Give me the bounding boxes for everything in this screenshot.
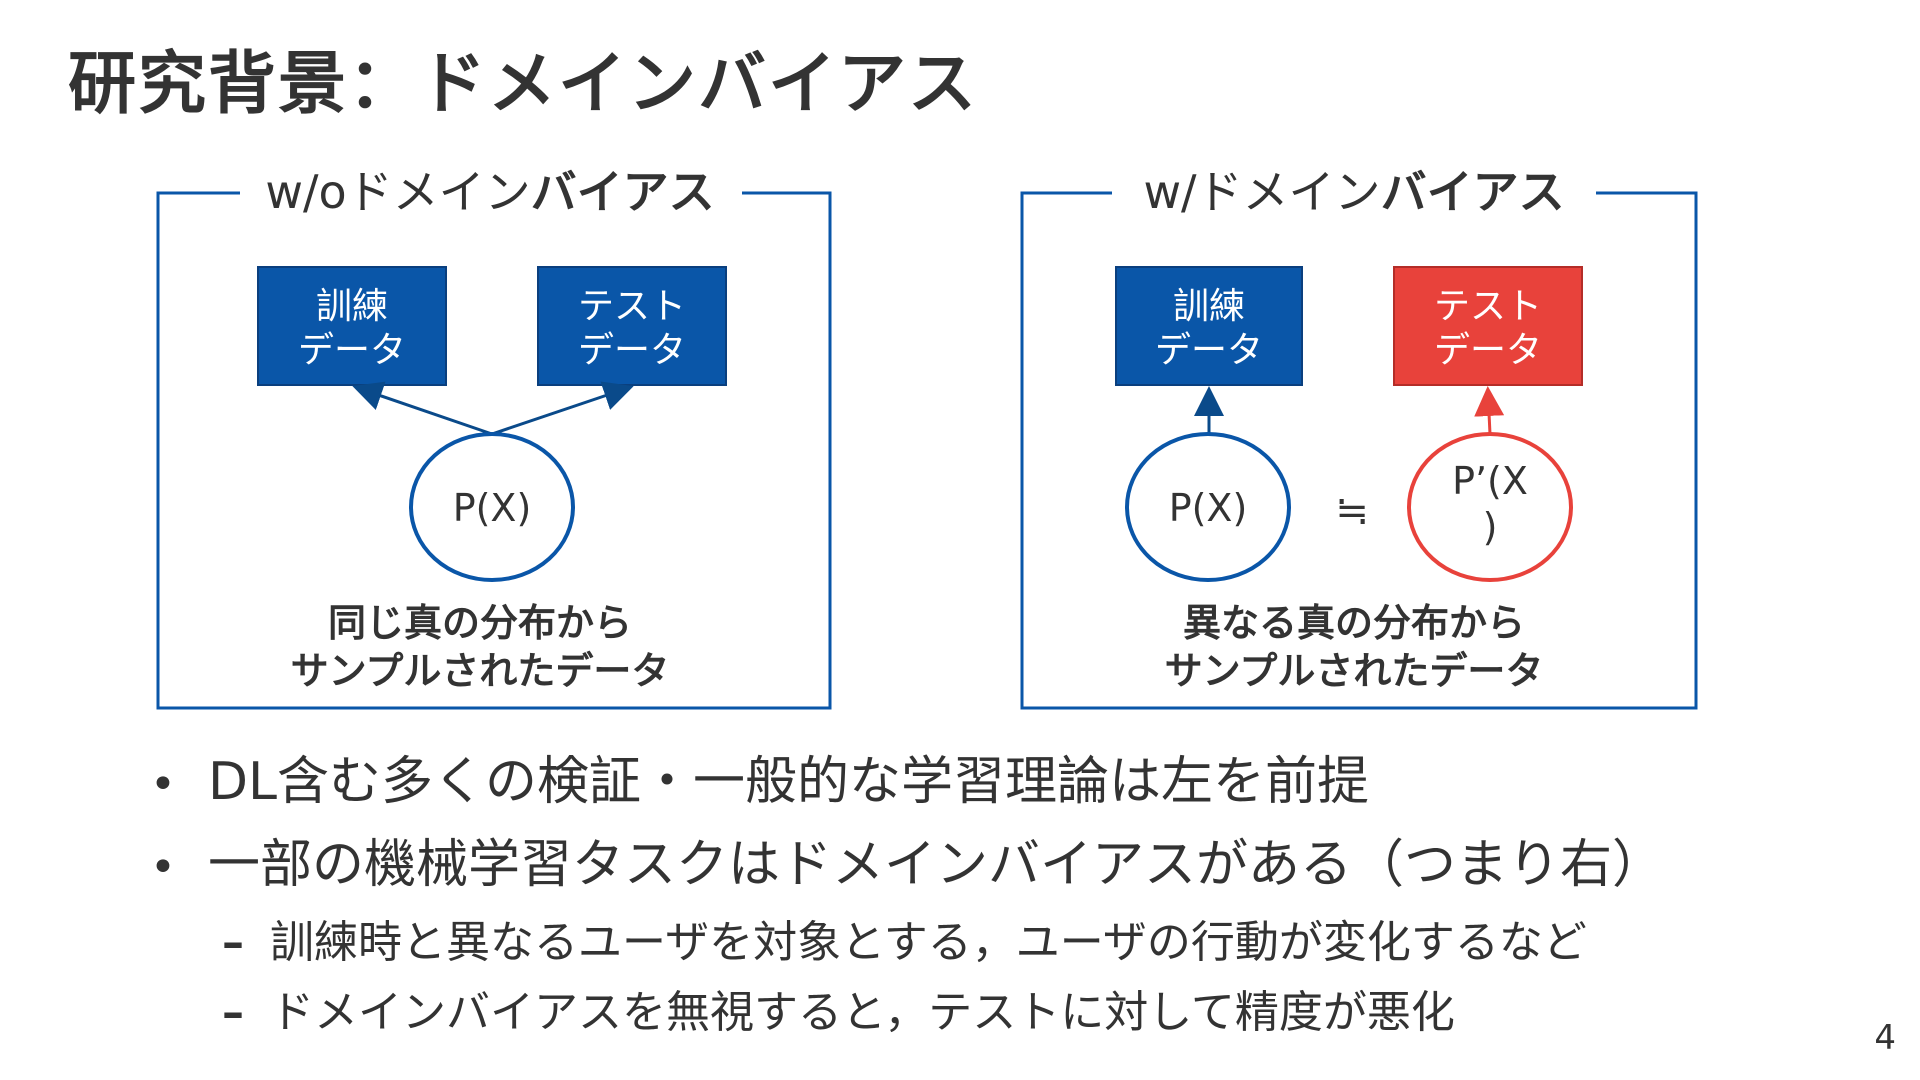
left-panel-frame xyxy=(156,191,832,710)
left-test-box-line1: テスト xyxy=(578,286,686,327)
right-shifted-distribution-node xyxy=(1407,432,1573,582)
right-shifted-distribution-label-line1: P’(X xyxy=(1452,459,1528,503)
right-train-box-line1: 訓練 xyxy=(1173,286,1245,327)
left-arrow-to-test xyxy=(491,381,634,436)
left-caption-line2: サンプルされたデータ xyxy=(291,649,670,693)
right-test-box-line1: テスト xyxy=(1434,286,1542,327)
right-panel-frame xyxy=(1020,191,1698,710)
left-caption-line1: 同じ真の分布から xyxy=(328,601,632,645)
bullet-text: 一部の機械学習タスクはドメインバイアスがある（つまり右） xyxy=(208,835,1665,895)
bullet-text: DL含む多くの検証・一般的な学習理論は左を前提 xyxy=(208,752,1370,812)
sub-bullet-text: 訓練時と異なるユーザを対象とする，ユーザの行動が変化するなど xyxy=(270,917,1587,968)
left-arrow-to-train xyxy=(352,381,493,436)
sub-bullet-text: ドメインバイアスを無視すると，テストに対して精度が悪化 xyxy=(270,987,1455,1038)
bullet-marker: • xyxy=(150,759,176,810)
approx-equal-symbol: ≒ xyxy=(1335,488,1369,534)
left-train-box-line2: データ xyxy=(298,330,406,371)
right-distribution-label: P(X) xyxy=(1169,486,1248,530)
right-panel: w/ドメインバイアス 訓練 データ テスト データ P(X) ≒ P’(X ) … xyxy=(1020,165,1698,710)
bullet-marker: • xyxy=(150,842,176,893)
sub-bullet-item: –ドメインバイアスを無視すると，テストに対して精度が悪化 xyxy=(150,978,1870,1048)
right-train-data-box xyxy=(1115,266,1303,386)
right-test-data-box xyxy=(1393,266,1583,386)
right-test-box-line2: データ xyxy=(1434,330,1542,371)
bullet-list: • DL含む多くの検証・一般的な学習理論は左を前提 • 一部の機械学習タスクはドメイ… xyxy=(150,742,1870,1048)
bullet-item: • 一部の機械学習タスクはドメインバイアスがある（つまり右） xyxy=(150,825,1870,908)
sub-bullet-marker: – xyxy=(222,917,244,968)
right-panel-label: w/ドメインバイアス xyxy=(1143,165,1564,219)
left-distribution-node xyxy=(409,432,575,582)
slide-title: 研究背景：ドメインバイアス xyxy=(68,45,979,124)
right-train-box-line2: データ xyxy=(1155,330,1263,371)
page-number: 4 xyxy=(1874,1018,1896,1058)
right-caption-line2: サンプルされたデータ xyxy=(1165,649,1544,693)
sub-bullet-item: –訓練時と異なるユーザを対象とする，ユーザの行動が変化するなど xyxy=(150,908,1870,978)
left-train-box-line1: 訓練 xyxy=(316,286,388,327)
right-caption-line1: 異なる真の分布から xyxy=(1183,601,1525,645)
left-panel-label: w/oドメインバイアス xyxy=(265,165,714,219)
sub-bullet-marker: – xyxy=(222,987,244,1038)
left-test-box-line2: データ xyxy=(578,330,686,371)
bullet-item: • DL含む多くの検証・一般的な学習理論は左を前提 xyxy=(150,742,1870,825)
right-shifted-distribution-label-line2: ) xyxy=(1483,505,1498,549)
right-arrow-to-test xyxy=(1474,386,1505,435)
left-distribution-label: P(X) xyxy=(453,486,532,530)
right-distribution-node xyxy=(1125,432,1291,582)
left-train-data-box xyxy=(257,266,447,386)
left-panel: w/oドメインバイアス 訓練 データ テスト データ P(X) 同じ真の分布から… xyxy=(156,165,832,710)
